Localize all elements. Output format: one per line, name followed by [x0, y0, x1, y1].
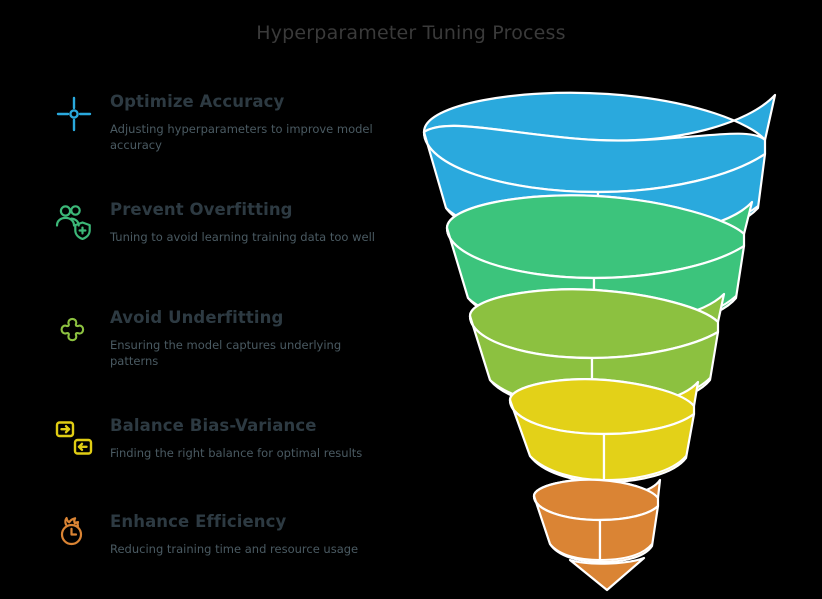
step-title: Prevent Overfitting [110, 200, 293, 219]
funnel-band-balance-bias-variance [508, 378, 700, 484]
step-description: Tuning to avoid learning training data t… [110, 230, 375, 244]
users-shield-protect-icon [52, 200, 96, 244]
flame-clock-icon [52, 512, 96, 556]
step-title: Balance Bias-Variance [110, 416, 317, 435]
funnel-band-enhance-efficiency [532, 478, 662, 592]
step-text-block: Avoid Underfitting Ensuring the model ca… [110, 308, 412, 369]
puzzle-piece-icon [52, 308, 96, 352]
crosshair-target-icon [52, 92, 96, 136]
step-title: Enhance Efficiency [110, 512, 287, 531]
step-title: Optimize Accuracy [110, 92, 285, 111]
page-title: Hyperparameter Tuning Process [256, 22, 566, 44]
step-text-block: Balance Bias-Variance Finding the right … [110, 416, 412, 461]
step-text-block: Enhance Efficiency Reducing training tim… [110, 512, 412, 557]
spiral-funnel-graphic [400, 80, 800, 599]
step-description: Finding the right balance for optimal re… [110, 446, 363, 460]
step-description: Reducing training time and resource usag… [110, 542, 359, 556]
step-title: Avoid Underfitting [110, 308, 284, 327]
exchange-transfer-arrows-icon [52, 416, 96, 460]
step-description: Ensuring the model captures underlying p… [110, 338, 342, 368]
step-text-block: Prevent Overfitting Tuning to avoid lear… [110, 200, 412, 245]
step-text-block: Optimize Accuracy Adjusting hyperparamet… [110, 92, 412, 153]
step-description: Adjusting hyperparameters to improve mod… [110, 122, 373, 152]
